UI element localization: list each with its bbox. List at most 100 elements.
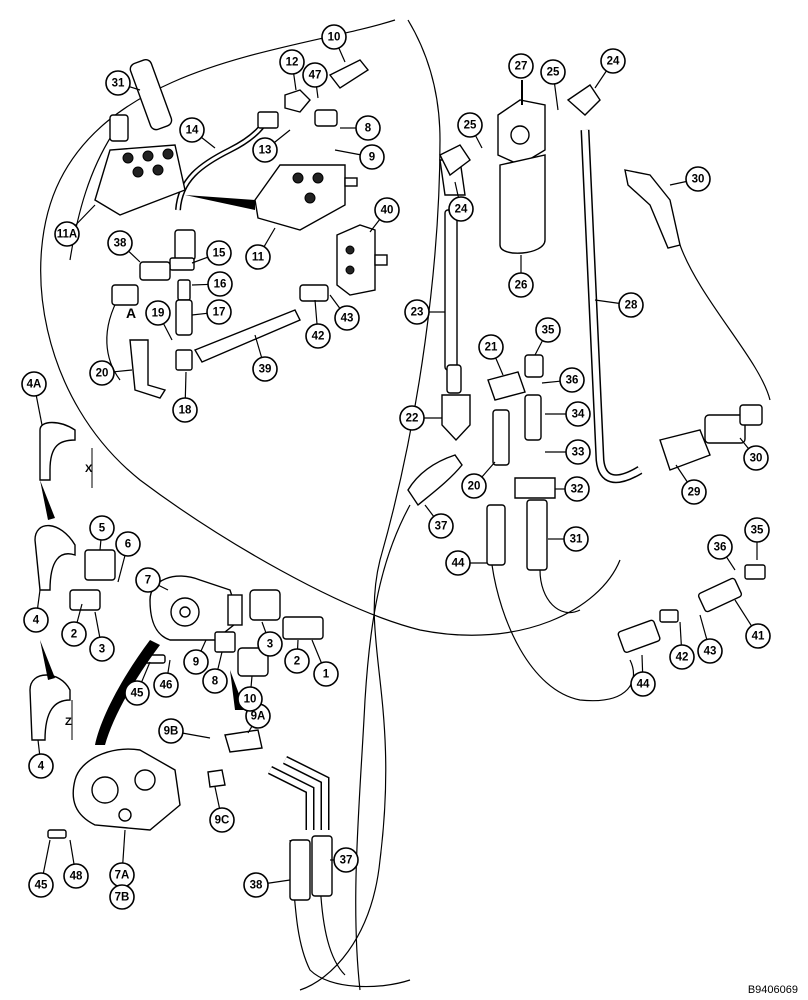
callout-4: 4 xyxy=(28,753,54,779)
callout-label: 24 xyxy=(607,56,620,68)
callout-label: 3 xyxy=(99,644,105,656)
callout-label: 11 xyxy=(252,252,265,264)
leader-line-c43a xyxy=(329,294,341,309)
callout-circle xyxy=(105,70,131,96)
callout-label: 45 xyxy=(131,688,144,700)
callout-label: 41 xyxy=(752,631,765,643)
callout-label: 4 xyxy=(33,615,40,627)
callout-label: 9C xyxy=(215,815,230,827)
callout-label: 34 xyxy=(572,409,585,421)
leader-line-c38b xyxy=(267,879,291,884)
callout-label: 38 xyxy=(250,880,263,892)
callout-8: 8 xyxy=(202,668,228,694)
leader-line-c17 xyxy=(191,312,208,316)
callout-9b: 9B xyxy=(158,718,184,744)
callout-9: 9 xyxy=(359,144,385,170)
leader-line-c37a xyxy=(424,504,435,517)
leader-line-c20a xyxy=(113,369,133,373)
callout-16: 16 xyxy=(207,271,233,297)
callout-label: 37 xyxy=(435,521,448,533)
callout-circle xyxy=(153,672,179,698)
callout-label: 15 xyxy=(213,248,226,260)
callout-21: 21 xyxy=(478,334,504,360)
leader-line-c31a xyxy=(129,86,141,91)
callout-circle xyxy=(145,300,171,326)
leader-line-c7A xyxy=(122,829,126,864)
leader-line-c4A xyxy=(35,395,43,426)
callout-13: 13 xyxy=(252,137,278,163)
callout-circle xyxy=(313,661,339,687)
rigid-tubes xyxy=(175,120,643,830)
callout-2: 2 xyxy=(61,621,87,647)
callout-label: 35 xyxy=(751,525,764,537)
callout-label: 27 xyxy=(515,61,528,73)
callout-label: 26 xyxy=(515,280,528,292)
leader-line-c20b xyxy=(481,461,496,478)
callout-circle xyxy=(115,531,141,557)
callout-36: 36 xyxy=(559,367,585,393)
callout-3: 3 xyxy=(257,631,283,657)
callout-20: 20 xyxy=(89,360,115,386)
leader-line-c4a xyxy=(36,589,41,609)
callout-label: 10 xyxy=(244,694,257,706)
leader-line-c43b xyxy=(699,614,708,640)
callout-circle xyxy=(124,680,150,706)
callout-label: 30 xyxy=(692,174,705,186)
callout-label: 44 xyxy=(637,679,650,691)
callout-circle xyxy=(158,718,184,744)
callout-label: 31 xyxy=(112,78,125,90)
callout-label: 4A xyxy=(27,379,42,391)
callout-41: 41 xyxy=(745,623,771,649)
callout-label: 22 xyxy=(406,413,419,425)
callout-circle xyxy=(508,53,534,79)
callout-11a: 11A xyxy=(54,221,80,247)
hose-routing-lines xyxy=(40,19,771,991)
callout-circle xyxy=(333,847,359,873)
leader-line-c48 xyxy=(69,839,75,865)
callout-label: 48 xyxy=(70,871,83,883)
callout-circle xyxy=(279,49,305,75)
pump-7A xyxy=(72,748,181,831)
callout-35: 35 xyxy=(744,517,770,543)
callout-circle xyxy=(743,445,769,471)
callout-circle xyxy=(28,872,54,898)
leader-line-c28 xyxy=(594,299,620,304)
callout-label: 6 xyxy=(125,539,131,551)
hydraulic-filter xyxy=(497,80,546,254)
motor-7 xyxy=(149,575,243,641)
callout-circle xyxy=(321,24,347,50)
leader-line-c11A xyxy=(74,204,96,226)
callout-label: 20 xyxy=(468,481,481,493)
callout-7: 7 xyxy=(135,567,161,593)
callout-label: 36 xyxy=(714,542,727,554)
leader-line-c9b xyxy=(200,639,207,652)
callout-circle xyxy=(404,299,430,325)
leader-line-c25b xyxy=(475,135,483,149)
callout-circle xyxy=(445,550,471,576)
dimension-marks: X Z xyxy=(65,448,93,740)
leader-line-c2a xyxy=(76,603,83,623)
callout-circle xyxy=(564,476,590,502)
callout-label: 37 xyxy=(340,855,353,867)
callout-circle xyxy=(284,648,310,674)
leader-line-c14 xyxy=(201,136,216,149)
callout-20: 20 xyxy=(461,473,487,499)
callout-label: 29 xyxy=(688,487,701,499)
callout-label: 5 xyxy=(99,523,106,535)
callout-29: 29 xyxy=(681,479,707,505)
callout-circle xyxy=(89,515,115,541)
leader-line-c41 xyxy=(734,599,753,627)
callout-24: 24 xyxy=(448,196,474,222)
callout-circle xyxy=(559,367,585,393)
callout-5: 5 xyxy=(89,515,115,541)
callout-circle xyxy=(243,872,269,898)
leader-line-c13 xyxy=(273,129,291,143)
callout-circle xyxy=(334,305,360,331)
leader-line-c9B xyxy=(182,732,211,739)
callout-label: 9 xyxy=(193,657,199,669)
callout-circle xyxy=(54,221,80,247)
callout-label: 8 xyxy=(365,123,372,135)
callout-circle xyxy=(600,48,626,74)
leader-line-c15 xyxy=(191,256,208,264)
